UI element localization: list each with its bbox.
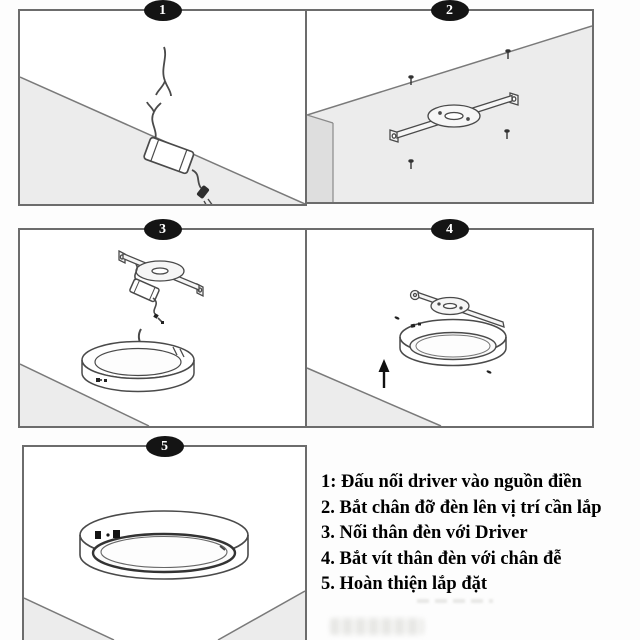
driver-output-plug: [191, 169, 213, 204]
lamp-ring-body: [399, 318, 507, 367]
ceiling-wire: [155, 46, 172, 97]
step5-panel: 5: [22, 436, 307, 640]
mounted-bracket: [409, 289, 505, 328]
instruction-line-4: 4. Bắt vít thân đèn với chân đễ: [321, 548, 562, 569]
watermark-blur: [330, 618, 424, 635]
installed-lamp: [79, 510, 249, 580]
screw: [486, 370, 492, 374]
instruction-line-2: 2. Bắt chân đỡ đèn lên vị trí cần lắp: [321, 497, 602, 518]
instruction-line-5: 5. Hoàn thiện lắp đặt: [321, 574, 488, 595]
push-up-arrow: [378, 359, 390, 388]
step2-panel: 2: [305, 0, 594, 204]
lamp-ring-frame: [81, 340, 195, 393]
step5-badge: 5: [145, 436, 184, 457]
instruction-line-3: 3. Nối thân đèn với Driver: [321, 523, 528, 544]
step1-panel: 1: [18, 0, 307, 206]
step3-badge: 3: [143, 219, 182, 240]
step2-badge: 2: [430, 0, 469, 21]
driver-box: [129, 278, 160, 303]
mounted-bracket: [118, 249, 204, 298]
driver-box: [143, 136, 195, 175]
step3-panel: 3: [18, 219, 307, 428]
step2-illustration-bracket-mounting: [307, 25, 592, 202]
step1-illustration-driver-wiring: [20, 46, 305, 204]
step4-badge: 4: [430, 219, 469, 240]
screw: [394, 316, 400, 320]
step5-illustration-finished-lamp: [24, 510, 305, 640]
step4-panel: 4: [305, 219, 594, 428]
faint-smudge: [417, 599, 493, 603]
instruction-list: 1: Đấu nối driver vào nguồn điền 2. Bắt …: [321, 470, 639, 598]
step4-illustration-attach-lamp: [307, 289, 507, 426]
mounting-screws: [408, 49, 511, 169]
instruction-line-1: 1: Đấu nối driver vào nguồn điền: [321, 472, 582, 492]
mounting-bracket: [389, 92, 519, 143]
step1-badge: 1: [143, 0, 182, 21]
step3-illustration-connect-driver: [20, 249, 204, 426]
